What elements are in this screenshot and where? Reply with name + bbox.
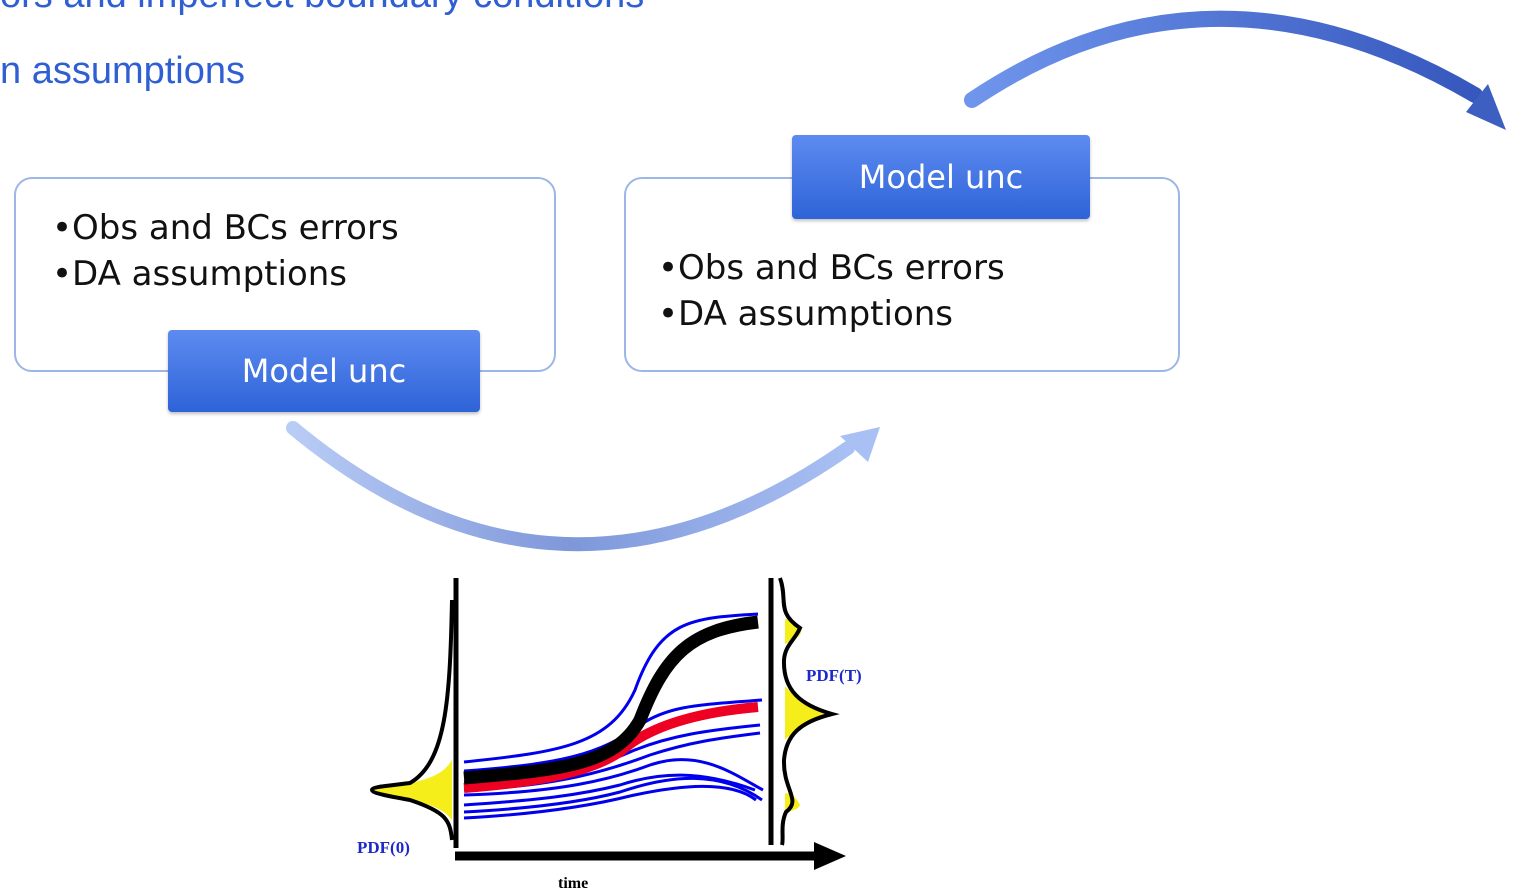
upper-curved-arrow [964, 10, 1483, 108]
pdf0-label: PDF(0) [357, 838, 410, 857]
ensemble-line [463, 773, 756, 807]
ensemble-line [463, 758, 764, 797]
left-model-unc-tag: Model unc [168, 330, 480, 412]
header-line-2: n assumptions [0, 50, 246, 92]
pdfT-label: PDF(T) [806, 666, 862, 685]
right-model-unc-tag: Model unc [792, 135, 1090, 219]
pdfT-fill [785, 618, 830, 811]
header-line-1: ors and imperfect boundary conditions [0, 0, 644, 17]
ensemble-figure: PDF(0) PDF(T) time [357, 577, 862, 892]
mean-trajectory [463, 702, 759, 793]
time-label: time [558, 875, 588, 892]
time-axis-arrowhead [814, 842, 846, 870]
pdf0-outline [369, 599, 454, 841]
truth-trajectory [463, 615, 759, 785]
left-bullet-obs: •Obs and BCs errors [52, 208, 399, 248]
right-bullet-obs: •Obs and BCs errors [658, 248, 1005, 288]
left-bullet-list: •Obs and BCs errors •DA assumptions [52, 205, 399, 297]
ensemble-line [463, 784, 757, 820]
right-bullet-da: •DA assumptions [658, 294, 954, 334]
lower-arrowhead [840, 427, 880, 462]
lower-curved-arrow [286, 421, 855, 552]
ensemble-line [463, 612, 759, 764]
ensemble-lines [463, 612, 764, 820]
right-bullet-list: •Obs and BCs errors •DA assumptions [658, 245, 1005, 337]
pdf0-curve [372, 582, 452, 840]
pdfT-outline [778, 577, 840, 846]
left-bullet-da: •DA assumptions [52, 254, 348, 294]
ensemble-line [463, 776, 763, 814]
upper-arrowhead [1466, 84, 1506, 130]
